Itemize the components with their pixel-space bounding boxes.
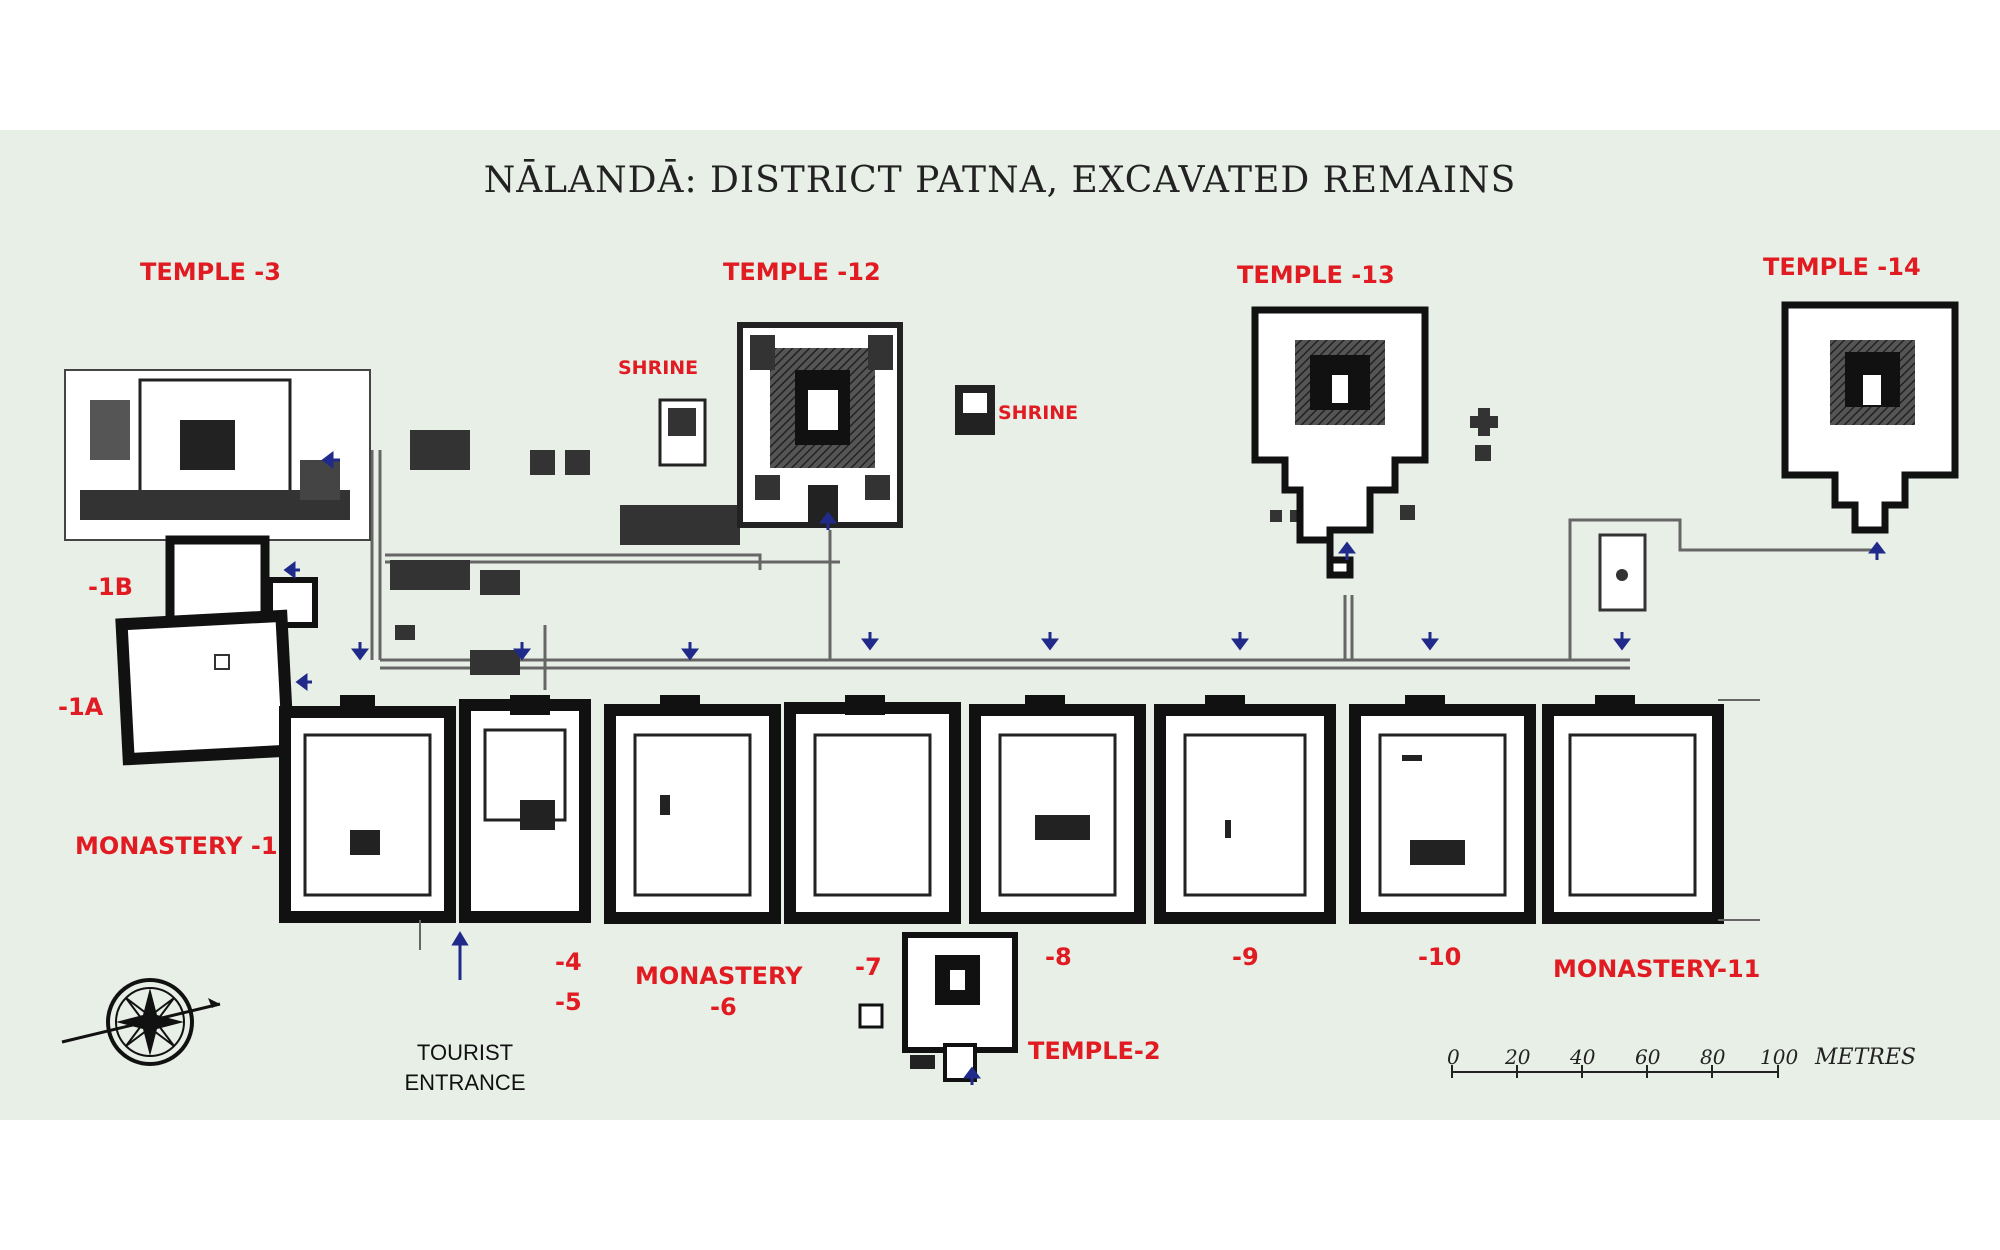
square-feature bbox=[1598, 533, 1647, 612]
temple-3-ruins bbox=[64, 369, 371, 541]
boundary-lines bbox=[419, 699, 1760, 950]
temple-14 bbox=[1781, 301, 1959, 534]
label-tourist-entrance-line-1: TOURIST bbox=[416, 1040, 514, 1065]
compass-rose-icon bbox=[61, 978, 221, 1066]
label-monastery-7: -7 bbox=[855, 953, 882, 981]
label-monastery-1a: -1A bbox=[58, 693, 104, 721]
temple-13-cross-marker bbox=[1470, 408, 1498, 461]
scale-tick-20: 20 bbox=[1505, 1045, 1531, 1069]
monastery-features bbox=[350, 755, 1465, 1029]
shrine-right bbox=[955, 385, 995, 435]
label-monastery-8: -8 bbox=[1045, 943, 1072, 971]
monastery-row bbox=[279, 699, 1724, 924]
label-monastery-6-number: -6 bbox=[710, 993, 737, 1021]
label-monastery-4: -4 bbox=[555, 948, 582, 976]
monastery-inner-courts bbox=[303, 728, 1697, 897]
label-monastery-5: -5 bbox=[555, 988, 582, 1016]
label-monastery-1b: -1B bbox=[88, 573, 133, 601]
label-shrine-right: SHRINE bbox=[998, 402, 1079, 424]
scale-tick-60: 60 bbox=[1635, 1045, 1661, 1069]
scattered-ruins bbox=[390, 430, 1415, 675]
label-shrine-left: SHRINE bbox=[618, 357, 699, 379]
site-plan-panel bbox=[0, 130, 2000, 1120]
label-temple-3: TEMPLE -3 bbox=[140, 258, 281, 286]
label-temple-12: TEMPLE -12 bbox=[723, 258, 881, 286]
label-temple-2: TEMPLE-2 bbox=[1028, 1037, 1161, 1065]
monastery-gateways bbox=[340, 695, 1635, 715]
label-monastery-11: MONASTERY-11 bbox=[1553, 955, 1761, 983]
walkways bbox=[370, 450, 1880, 690]
label-tourist-entrance: TOURIST ENTRANCE bbox=[395, 1038, 535, 1098]
scale-unit: METRES bbox=[1815, 1045, 1916, 1070]
label-monastery-1: MONASTERY -1 bbox=[75, 832, 278, 860]
label-temple-14: TEMPLE -14 bbox=[1763, 253, 1921, 281]
monastery-1a bbox=[115, 609, 295, 766]
label-monastery-10: -10 bbox=[1418, 943, 1462, 971]
shrine-left bbox=[658, 398, 707, 467]
temple-13 bbox=[1251, 306, 1429, 579]
scale-tick-40: 40 bbox=[1570, 1045, 1596, 1069]
label-temple-13: TEMPLE -13 bbox=[1237, 261, 1395, 289]
map-title: NĀLANDĀ: DISTRICT PATNA, EXCAVATED REMAI… bbox=[483, 160, 1517, 201]
scale-tick-100: 100 bbox=[1760, 1045, 1799, 1069]
scale-bar bbox=[1451, 1065, 1779, 1078]
temple-12 bbox=[737, 322, 903, 528]
scale-tick-80: 80 bbox=[1700, 1045, 1726, 1069]
scale-tick-0: 0 bbox=[1447, 1045, 1460, 1069]
temple-2 bbox=[902, 932, 1018, 1082]
label-tourist-entrance-line-2: ENTRANCE bbox=[404, 1070, 526, 1095]
label-monastery-9: -9 bbox=[1232, 943, 1259, 971]
site-plan-drawing bbox=[61, 301, 1959, 1085]
entrance-arrow-icons bbox=[283, 451, 1886, 1085]
label-monastery-6: MONASTERY bbox=[635, 962, 803, 990]
